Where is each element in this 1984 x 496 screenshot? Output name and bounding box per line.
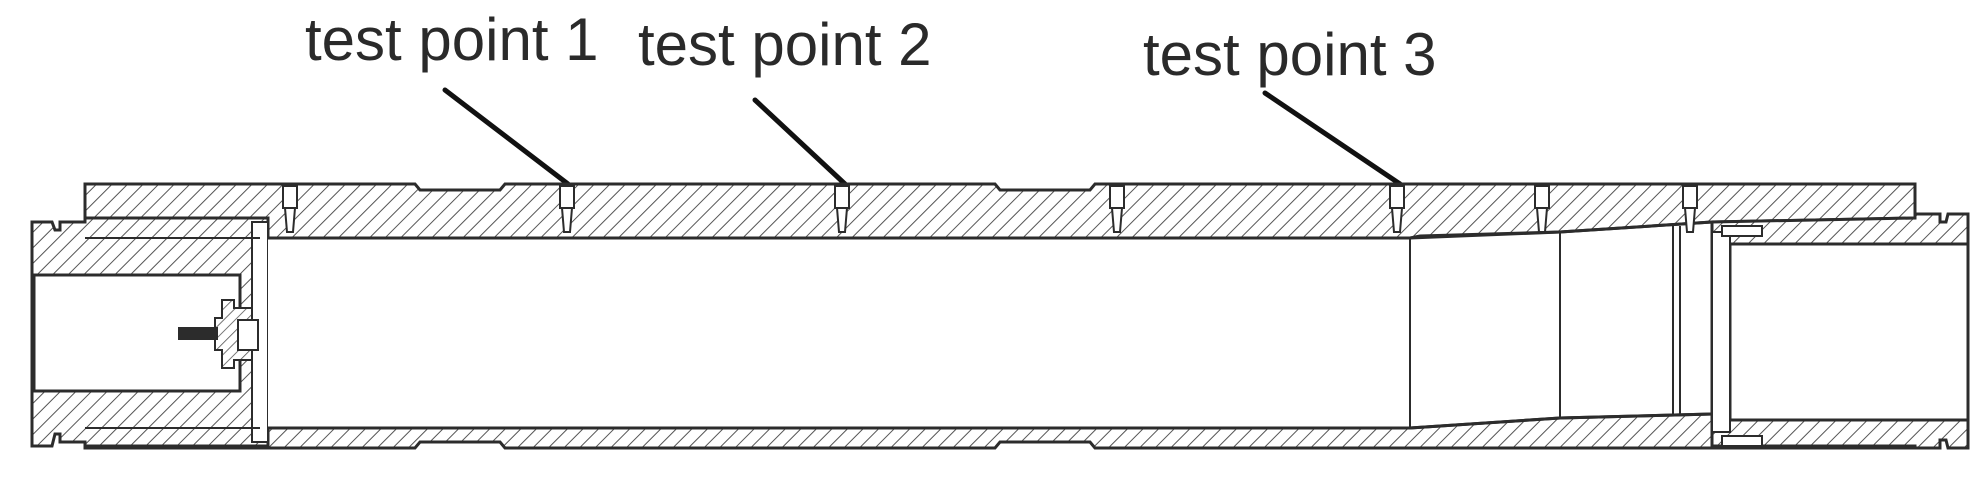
right-cap-flange — [1711, 231, 1731, 433]
label-test-point-2: test point 2 — [638, 11, 932, 78]
right-cap-ring-bottom — [1721, 435, 1763, 447]
leader-line-test-point-3 — [1262, 90, 1403, 187]
tube-top-wall — [83, 182, 1917, 240]
electrode-pin — [178, 327, 218, 340]
right-cap-ring-top — [1721, 225, 1763, 237]
probe-test-point-1 — [559, 185, 575, 233]
probe-4 — [1109, 185, 1125, 233]
leader-line-test-point-1 — [442, 87, 571, 187]
probe-test-point-3 — [1389, 185, 1405, 233]
right-cap-bore — [1728, 242, 1970, 422]
probe-1 — [282, 185, 298, 233]
label-test-point-3: test point 3 — [1143, 21, 1437, 88]
label-test-point-1: test point 1 — [305, 6, 599, 73]
probe-test-point-2 — [834, 185, 850, 233]
tube-inner-bore — [268, 238, 1410, 428]
probe-7 — [1682, 185, 1698, 233]
probe-6 — [1534, 185, 1550, 233]
leader-line-test-point-2 — [752, 97, 848, 187]
electrode-nut — [237, 319, 259, 351]
